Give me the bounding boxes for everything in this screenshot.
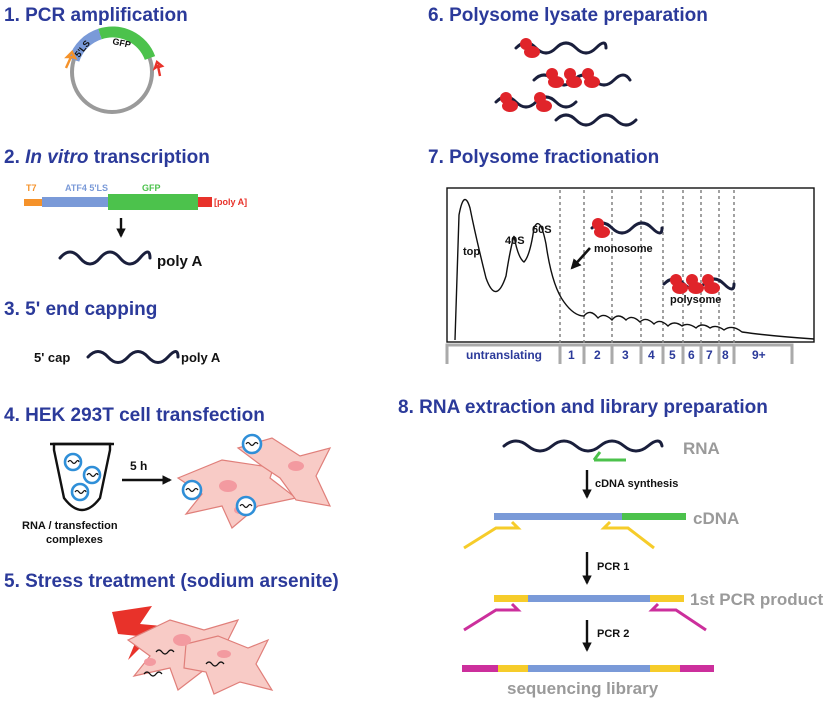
pcr1-label: PCR 1	[597, 561, 629, 573]
stress-scene	[112, 606, 274, 695]
plasmid: 5'LS GFP	[64, 26, 165, 114]
library-label: sequencing library	[507, 679, 659, 698]
fraction-label: 3	[622, 348, 629, 362]
forward-primer-icon	[64, 49, 78, 69]
polysome-label: polysome	[670, 294, 721, 306]
fraction-dividers	[559, 190, 735, 360]
fraction-label: 8	[722, 348, 729, 362]
monosome-label: monosome	[594, 243, 653, 255]
mrna-transcript	[58, 250, 152, 266]
step4-title: 4. HEK 293T cell transfection	[4, 405, 265, 426]
fraction-scale: untranslating 1 2 3 4 5 6 7 8 9+	[445, 343, 794, 364]
fraction-label: untranslating	[466, 348, 542, 362]
cdna-label: cDNA	[693, 509, 739, 528]
step2-title: 2. In vitro transcription	[4, 147, 210, 168]
gfp-label: GFP	[142, 183, 161, 193]
capped-mrna-strand	[86, 350, 180, 364]
cells-stressed	[126, 619, 274, 695]
step1-title: 1. PCR amplification	[4, 5, 188, 26]
fraction-label: 1	[568, 348, 575, 362]
step8-title: 8. RNA extraction and library preparatio…	[398, 397, 768, 418]
fraction-label: 6	[688, 348, 695, 362]
fraction-label: 5	[669, 348, 676, 362]
profile-frame	[446, 187, 815, 343]
step6-title: 6. Polysome lysate preparation	[428, 5, 708, 26]
60s-peak-label: 60S	[532, 224, 552, 236]
cdna-synthesis-label: cDNA synthesis	[595, 478, 678, 490]
complex-label-line2: complexes	[46, 534, 103, 546]
cells-transfection	[176, 437, 332, 529]
fractionation-profile: top 40S 60S monosome polysome	[446, 187, 815, 360]
step5-title: 5. Stress treatment (sodium arsenite)	[4, 571, 339, 592]
polysome-lysate	[494, 38, 638, 127]
step3-polya-label: poly A	[181, 350, 221, 365]
reverse-primer-icon	[152, 59, 165, 77]
absorbance-trace	[454, 198, 815, 341]
atf4-label: ATF4 5'LS	[65, 183, 108, 193]
complex-label-line1: RNA / transfection	[22, 520, 118, 532]
cap-label: 5' cap	[34, 350, 70, 365]
fraction-label: 9+	[752, 348, 766, 362]
capped-mrna: 5' cap poly A	[34, 350, 221, 365]
rna-strand	[502, 439, 664, 453]
step3-title: 3. 5' end capping	[4, 299, 157, 320]
rna-label: RNA	[683, 439, 720, 458]
fraction-label: 4	[648, 348, 655, 362]
step2-polya-label: poly A	[157, 253, 202, 270]
fraction-label: 2	[594, 348, 601, 362]
pcr1-product-label: 1st PCR product	[690, 590, 824, 609]
transcription-template: T7 ATF4 5'LS GFP [poly A] poly A	[24, 183, 247, 270]
time-label: 5 h	[130, 459, 147, 473]
40s-peak-label: 40S	[505, 235, 525, 247]
polya-box-label: [poly A]	[214, 197, 247, 207]
step7-title: 7. Polysome fractionation	[428, 147, 659, 168]
plasmid-gfp-label: GFP	[112, 36, 132, 50]
t7-label: T7	[26, 183, 37, 193]
transfection-scene: RNA / transfection complexes 5 h	[22, 433, 332, 546]
monosome-arrow-icon	[570, 247, 591, 270]
fraction-label: 7	[706, 348, 713, 362]
lightning-icon	[112, 606, 162, 660]
pcr2-label: PCR 2	[597, 628, 629, 640]
library-prep: RNA cDNA synthesis cDNA PCR 1 1st PCR pr…	[462, 439, 824, 698]
top-peak-label: top	[463, 246, 480, 258]
